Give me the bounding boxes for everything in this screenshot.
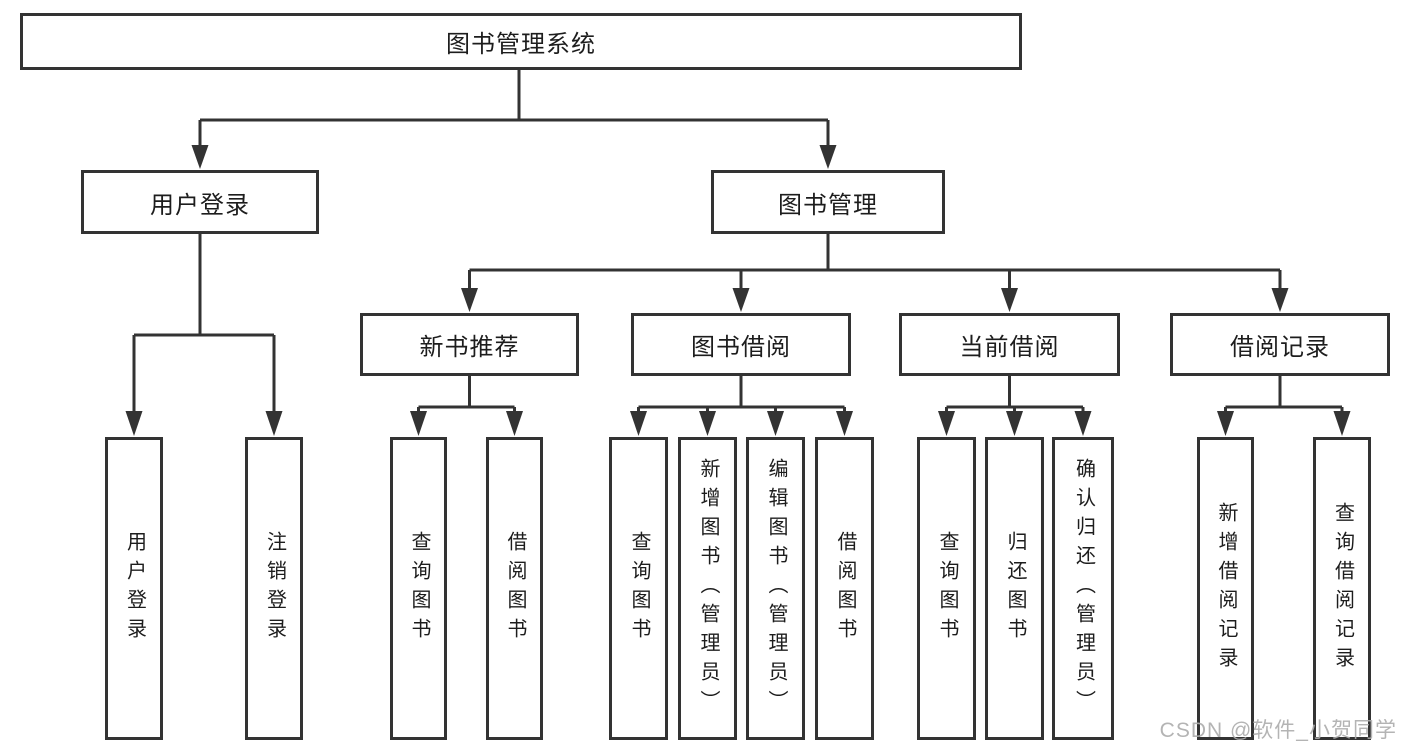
leaf-query-books-current: 查询图书 xyxy=(917,437,976,740)
leaf-borrow-books-recommend: 借阅图书 xyxy=(486,437,543,740)
node-new-book-recommend-label: 新书推荐 xyxy=(419,334,520,361)
csdn-watermark: CSDN @软件_小贺同学 xyxy=(1159,719,1397,742)
leaf-return-book: 归还图书 xyxy=(985,437,1044,740)
leaf-query-books-recommend: 查询图书 xyxy=(390,437,447,740)
connector-lines xyxy=(132,70,1344,413)
leaf-logout: 注销登录 xyxy=(245,437,303,740)
node-user-login-label: 用户登录 xyxy=(150,191,250,219)
node-root: 图书管理系统 xyxy=(20,13,1022,70)
leaf-query-borrow-record-label: 查询借阅记录 xyxy=(1331,501,1354,676)
node-root-label: 图书管理系统 xyxy=(446,31,596,58)
leaf-borrow-books-recommend-label: 借阅图书 xyxy=(504,530,526,647)
leaf-add-book-admin: 新增图书（管理员） xyxy=(678,437,737,740)
node-book-management-label: 图书管理 xyxy=(778,191,878,219)
leaf-query-books-borrow-label: 查询图书 xyxy=(628,530,650,647)
node-book-borrow-label: 图书借阅 xyxy=(691,334,791,361)
leaf-add-book-admin-label: 新增图书（管理员） xyxy=(697,458,719,719)
leaf-user-login: 用户登录 xyxy=(105,437,163,740)
leaf-confirm-return-admin-label: 确认归还（管理员） xyxy=(1072,458,1095,719)
leaf-confirm-return-admin: 确认归还（管理员） xyxy=(1052,437,1114,740)
leaf-user-login-label: 用户登录 xyxy=(123,530,146,647)
leaf-borrow-books-label: 借阅图书 xyxy=(834,530,856,647)
node-book-management: 图书管理 xyxy=(711,170,945,234)
node-current-borrow-label: 当前借阅 xyxy=(959,334,1060,361)
leaf-edit-book-admin-label: 编辑图书（管理员） xyxy=(765,458,787,719)
leaf-borrow-books: 借阅图书 xyxy=(815,437,874,740)
leaf-query-borrow-record: 查询借阅记录 xyxy=(1313,437,1371,740)
leaf-query-books-borrow: 查询图书 xyxy=(609,437,668,740)
node-new-book-recommend: 新书推荐 xyxy=(360,313,579,376)
leaf-edit-book-admin: 编辑图书（管理员） xyxy=(746,437,805,740)
node-current-borrow: 当前借阅 xyxy=(899,313,1120,376)
arrowheads xyxy=(125,145,1351,436)
node-user-login: 用户登录 xyxy=(81,170,319,234)
leaf-add-borrow-record: 新增借阅记录 xyxy=(1197,437,1254,740)
leaf-return-book-label: 归还图书 xyxy=(1004,530,1026,647)
node-book-borrow: 图书借阅 xyxy=(631,313,851,376)
leaf-add-borrow-record-label: 新增借阅记录 xyxy=(1215,501,1237,676)
node-borrow-records: 借阅记录 xyxy=(1170,313,1390,376)
leaf-logout-label: 注销登录 xyxy=(263,530,286,647)
leaf-query-books-current-label: 查询图书 xyxy=(936,530,958,647)
leaf-query-books-recommend-label: 查询图书 xyxy=(408,530,430,647)
node-borrow-records-label: 借阅记录 xyxy=(1230,334,1330,361)
